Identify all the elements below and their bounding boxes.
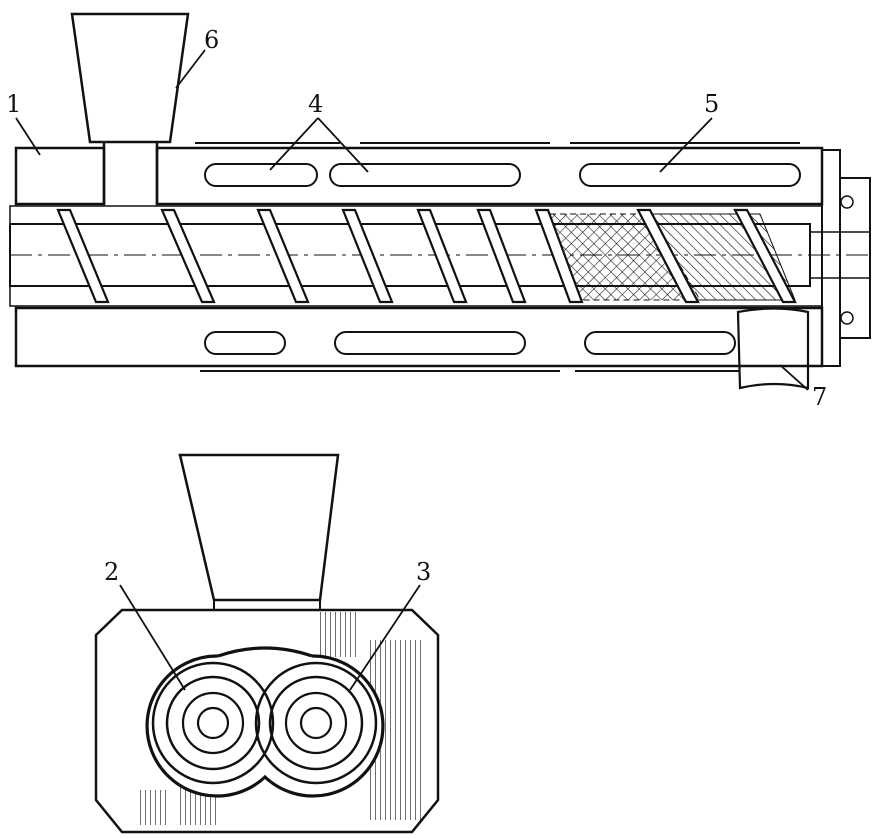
label-1: 1 [6, 90, 21, 118]
labels: 1 2 3 4 5 6 7 [6, 26, 827, 586]
outlet-pipe [736, 307, 810, 390]
longitudinal-section [9, 12, 871, 391]
leader-lines [15, 49, 809, 391]
label-2: 2 [104, 558, 119, 586]
label-5: 5 [704, 90, 719, 118]
barrel-top-right [155, 146, 824, 206]
label-6: 6 [204, 26, 219, 54]
label-7: 7 [812, 383, 827, 411]
hopper [70, 12, 190, 144]
barrel-body [94, 608, 440, 834]
label-4: 4 [308, 90, 323, 118]
leader-lines-cross [119, 584, 421, 691]
heating-channels-top [204, 163, 801, 187]
barrel-bottom [14, 306, 824, 368]
twin-screws [145, 646, 385, 798]
hopper-cross [178, 453, 340, 602]
heating-channels-bottom [204, 331, 736, 355]
cross-section [94, 453, 440, 834]
screw-flights [56, 208, 797, 304]
die-head [809, 149, 871, 367]
label-3: 3 [416, 558, 431, 586]
barrel-top-left [14, 146, 106, 206]
